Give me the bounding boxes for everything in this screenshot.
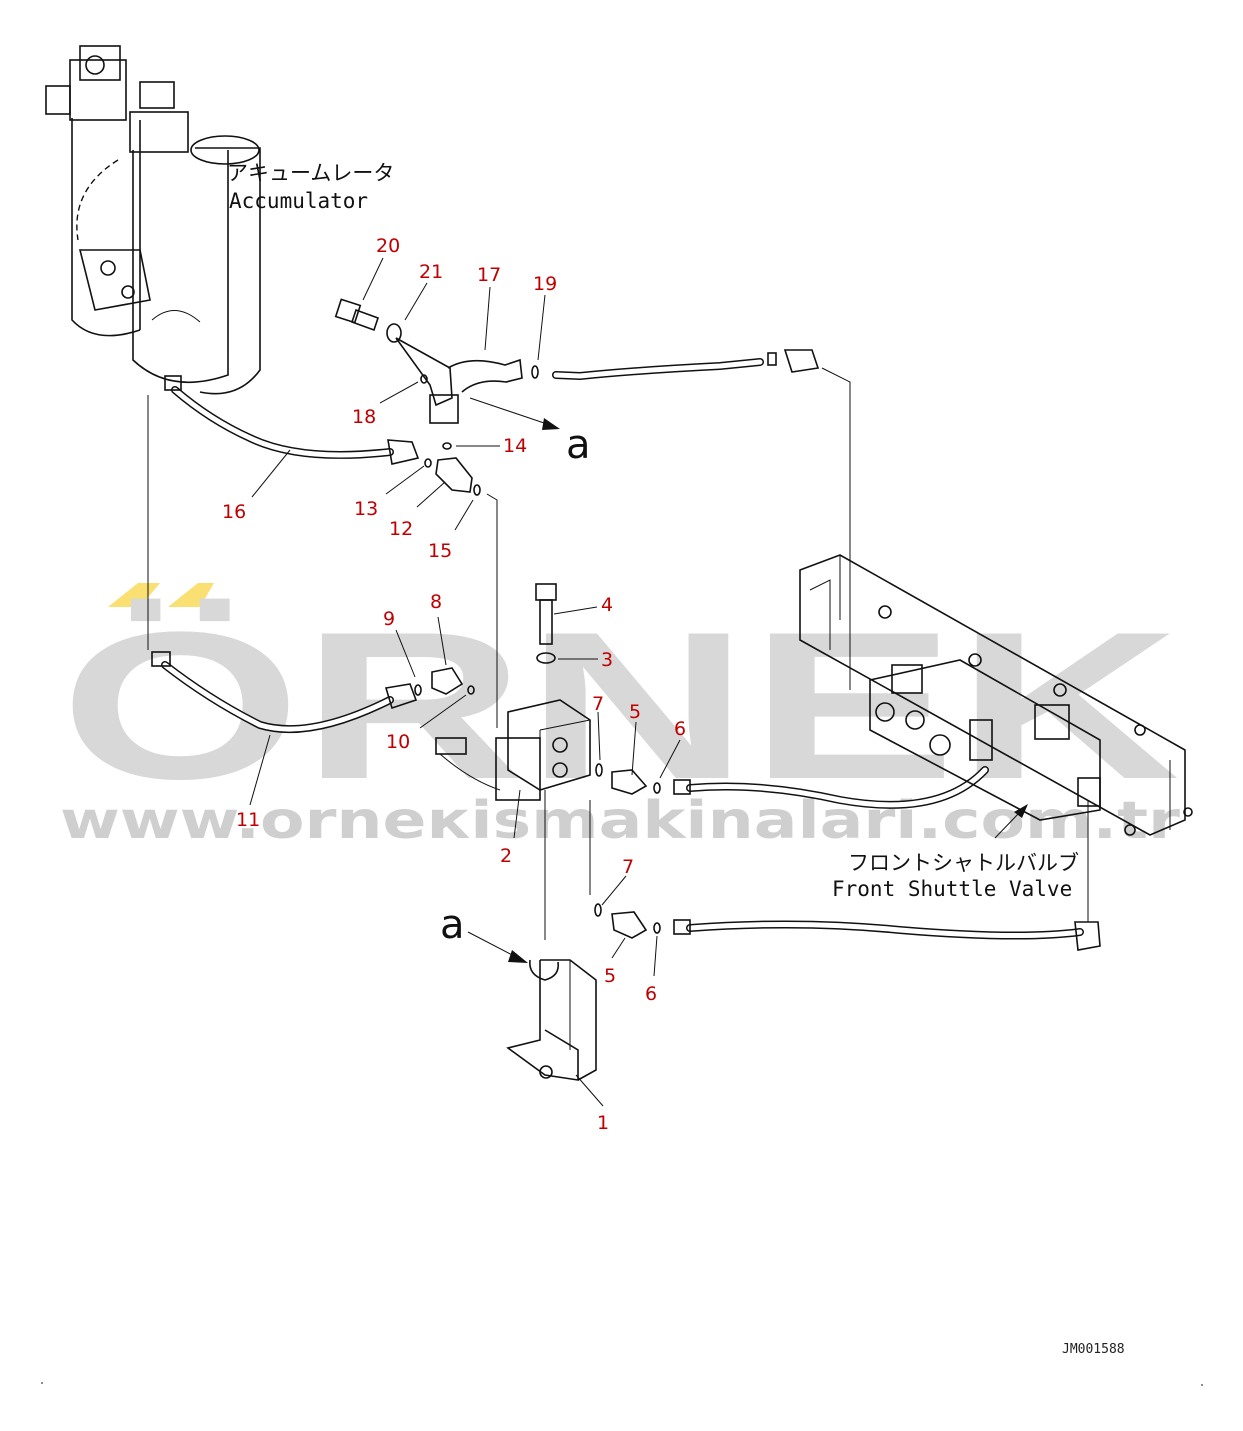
part-label-19: 19 <box>533 273 557 295</box>
part-label-5-upper: 5 <box>629 701 641 723</box>
shuttle-caption-jp: フロントシャトルバルブ <box>848 851 1079 875</box>
elbow-5-lower <box>611 911 648 939</box>
fitting-12 <box>435 457 473 493</box>
oring-14 <box>442 442 452 450</box>
accumulator <box>45 45 261 395</box>
washer-3 <box>536 652 556 664</box>
bracket-1 <box>506 959 597 1081</box>
oring-7-lower <box>594 903 602 917</box>
corner-mark-left <box>41 1382 43 1384</box>
watermark-url: www.orneкismakinalari.com.tr <box>60 791 1180 851</box>
oring-18 <box>420 374 428 384</box>
elbow-5-upper <box>611 769 648 795</box>
watermark-accent-right <box>168 583 214 607</box>
hose-11 <box>147 395 418 734</box>
bolt-4 <box>535 583 557 645</box>
ref-a-top-leader <box>469 397 551 426</box>
shuttle-caption-en: Front Shuttle Valve <box>832 877 1072 901</box>
part-label-17: 17 <box>477 264 501 286</box>
bolt-20 <box>334 298 380 332</box>
part-label-11: 11 <box>236 809 260 831</box>
part-label-12: 12 <box>389 518 413 540</box>
part-label-21: 21 <box>419 261 443 283</box>
oring-19 <box>531 365 539 379</box>
part-label-20: 20 <box>376 235 400 257</box>
part-label-4: 4 <box>601 594 613 616</box>
accumulator-caption-en: Accumulator <box>229 189 368 213</box>
ref-a-bottom-arrowhead <box>508 950 528 963</box>
part-labels: 20 21 17 19 18 14 16 13 12 15 4 3 9 8 10… <box>222 235 686 1134</box>
hose-lower-right <box>673 800 1101 951</box>
elbow-17 <box>395 337 523 424</box>
washer-21 <box>386 323 402 343</box>
part-label-6-lower: 6 <box>645 983 657 1005</box>
accumulator-caption-jp: アキュームレータ <box>227 161 394 185</box>
part-label-16: 16 <box>222 501 246 523</box>
ref-a-top: a <box>566 422 591 468</box>
part-label-14: 14 <box>503 435 527 457</box>
oring-6-upper <box>653 782 661 794</box>
oring-15 <box>473 484 481 496</box>
part-label-10: 10 <box>386 731 410 753</box>
part-label-15: 15 <box>428 540 452 562</box>
oring-6-lower <box>653 922 661 934</box>
hose-mid-right <box>673 766 989 809</box>
part-label-6-upper: 6 <box>674 718 686 740</box>
shuttle-leader <box>994 811 1021 839</box>
hose-upper-right <box>552 349 851 690</box>
watermark-accent-left <box>108 583 160 607</box>
oring-9 <box>414 684 422 696</box>
part-label-18: 18 <box>352 406 376 428</box>
oring-7-upper <box>595 763 603 777</box>
watermark: ÖRNEK www.orneкismakinalari.com.tr <box>60 583 1180 851</box>
ref-a-bottom-leader <box>467 931 519 959</box>
corner-mark-right <box>1201 1384 1203 1386</box>
part-label-3: 3 <box>601 649 613 671</box>
drawing-code: JM001588 <box>1062 1342 1125 1357</box>
leader-lines <box>249 257 681 1107</box>
part-label-9: 9 <box>383 608 395 630</box>
shuttle-arrowhead <box>1014 804 1028 818</box>
front-shuttle-valve <box>799 554 1193 836</box>
valve-2 <box>435 699 591 801</box>
part-label-13: 13 <box>354 498 378 520</box>
part-label-2: 2 <box>500 845 512 867</box>
oring-13 <box>424 458 432 468</box>
ref-a-bottom: a <box>440 902 465 948</box>
watermark-brand: ÖRNEK <box>60 588 1180 823</box>
part-label-7-lower: 7 <box>622 856 634 878</box>
part-label-1: 1 <box>597 1112 609 1134</box>
fitting-8 <box>431 667 464 695</box>
hose-16 <box>164 375 420 465</box>
part-label-7-upper: 7 <box>592 693 604 715</box>
part-label-8: 8 <box>430 591 442 613</box>
oring-10 <box>467 685 475 695</box>
part-label-5-lower: 5 <box>604 965 616 987</box>
ref-a-top-arrowhead <box>542 418 560 430</box>
